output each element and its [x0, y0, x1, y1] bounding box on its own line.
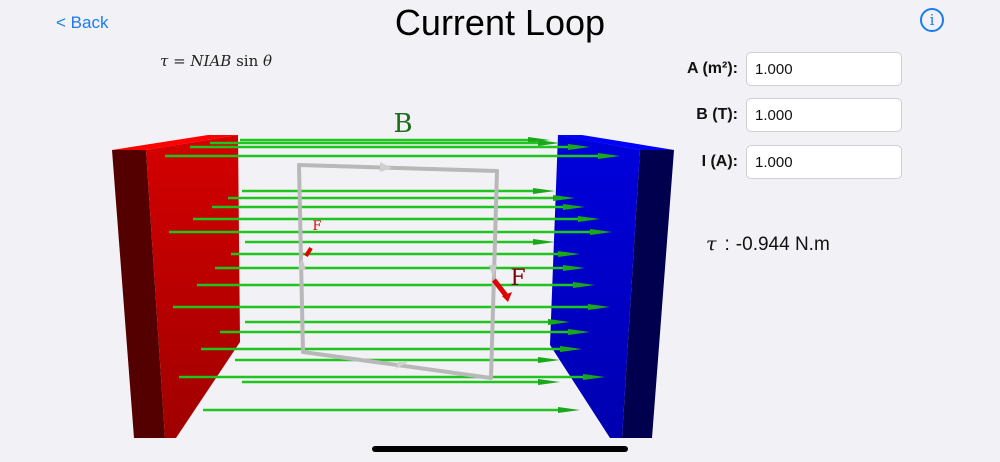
north-magnet — [112, 135, 240, 438]
field-row: B (T): — [640, 98, 902, 132]
formula-rhs: NIAB — [190, 52, 232, 70]
area-label: A (m²): — [687, 60, 738, 77]
field-arrowhead — [568, 144, 590, 150]
loop-bottom-segment — [301, 350, 493, 380]
field-arrowhead — [560, 346, 582, 352]
field-arrowhead — [568, 329, 590, 335]
north-magnet-front — [146, 135, 240, 438]
formula-equals: = — [168, 52, 191, 70]
loop-left-segment — [297, 163, 305, 354]
field-arrowhead — [578, 216, 600, 222]
torque-formula: τ = NIAB sin θ — [160, 52, 272, 70]
page-title: Current Loop — [394, 2, 606, 43]
field-arrowhead — [583, 374, 605, 380]
formula-lhs: τ — [160, 52, 169, 70]
field-arrowhead — [538, 357, 560, 363]
formula-angle: θ — [263, 52, 273, 70]
current-row: I (A): — [640, 145, 902, 179]
field-strength-input[interactable] — [746, 98, 902, 132]
north-magnet-side — [112, 150, 165, 438]
field-strength-label: B (T): — [696, 106, 738, 123]
force-arrow-left — [304, 246, 313, 258]
area-input[interactable] — [746, 52, 902, 86]
current-label: I (A): — [701, 153, 738, 170]
current-arrow-bottom — [396, 362, 408, 369]
force-label-left: F — [312, 219, 321, 234]
force-arrowhead-right — [502, 292, 512, 302]
field-arrowhead — [563, 265, 585, 271]
field-arrowhead — [533, 188, 555, 194]
north-magnet-top — [112, 135, 238, 150]
field-arrowhead — [538, 379, 560, 385]
torque-symbol: τ — [706, 233, 717, 255]
current-input[interactable] — [746, 145, 902, 179]
field-arrowhead — [528, 137, 550, 143]
south-magnet — [550, 135, 674, 438]
torque-result: τ:-0.944 N.m — [706, 233, 830, 256]
south-magnet-front — [550, 135, 640, 438]
field-arrowhead — [590, 229, 612, 235]
current-arrow-top — [380, 162, 392, 172]
magnetic-field-lines — [165, 137, 620, 413]
field-arrowhead — [558, 251, 580, 257]
field-arrowhead — [573, 282, 595, 288]
force-vectors — [304, 246, 512, 302]
torque-value: -0.944 N.m — [735, 234, 830, 255]
field-arrowhead — [558, 407, 580, 413]
current-arrow-right — [489, 265, 497, 278]
field-arrowhead — [553, 195, 575, 201]
field-arrowhead — [533, 239, 555, 245]
force-label-right: F — [510, 266, 525, 291]
formula-sin: sin — [231, 52, 264, 70]
back-button[interactable]: < Back — [56, 13, 109, 32]
south-magnet-side — [622, 150, 674, 438]
info-circle-icon[interactable]: i — [920, 8, 944, 32]
field-arrowhead — [563, 204, 585, 210]
current-arrow-left — [298, 258, 306, 270]
south-magnet-top — [557, 135, 674, 150]
home-indicator[interactable] — [372, 446, 628, 452]
field-arrowhead — [538, 140, 560, 146]
field-arrowhead — [548, 319, 570, 325]
field-arrowhead — [598, 153, 620, 159]
area-row: A (m²): — [640, 52, 902, 86]
loop-top-segment — [297, 163, 499, 173]
field-arrowhead — [588, 304, 610, 310]
field-label: B — [393, 109, 412, 139]
torque-separator: : — [724, 234, 730, 255]
current-loop — [297, 162, 499, 380]
